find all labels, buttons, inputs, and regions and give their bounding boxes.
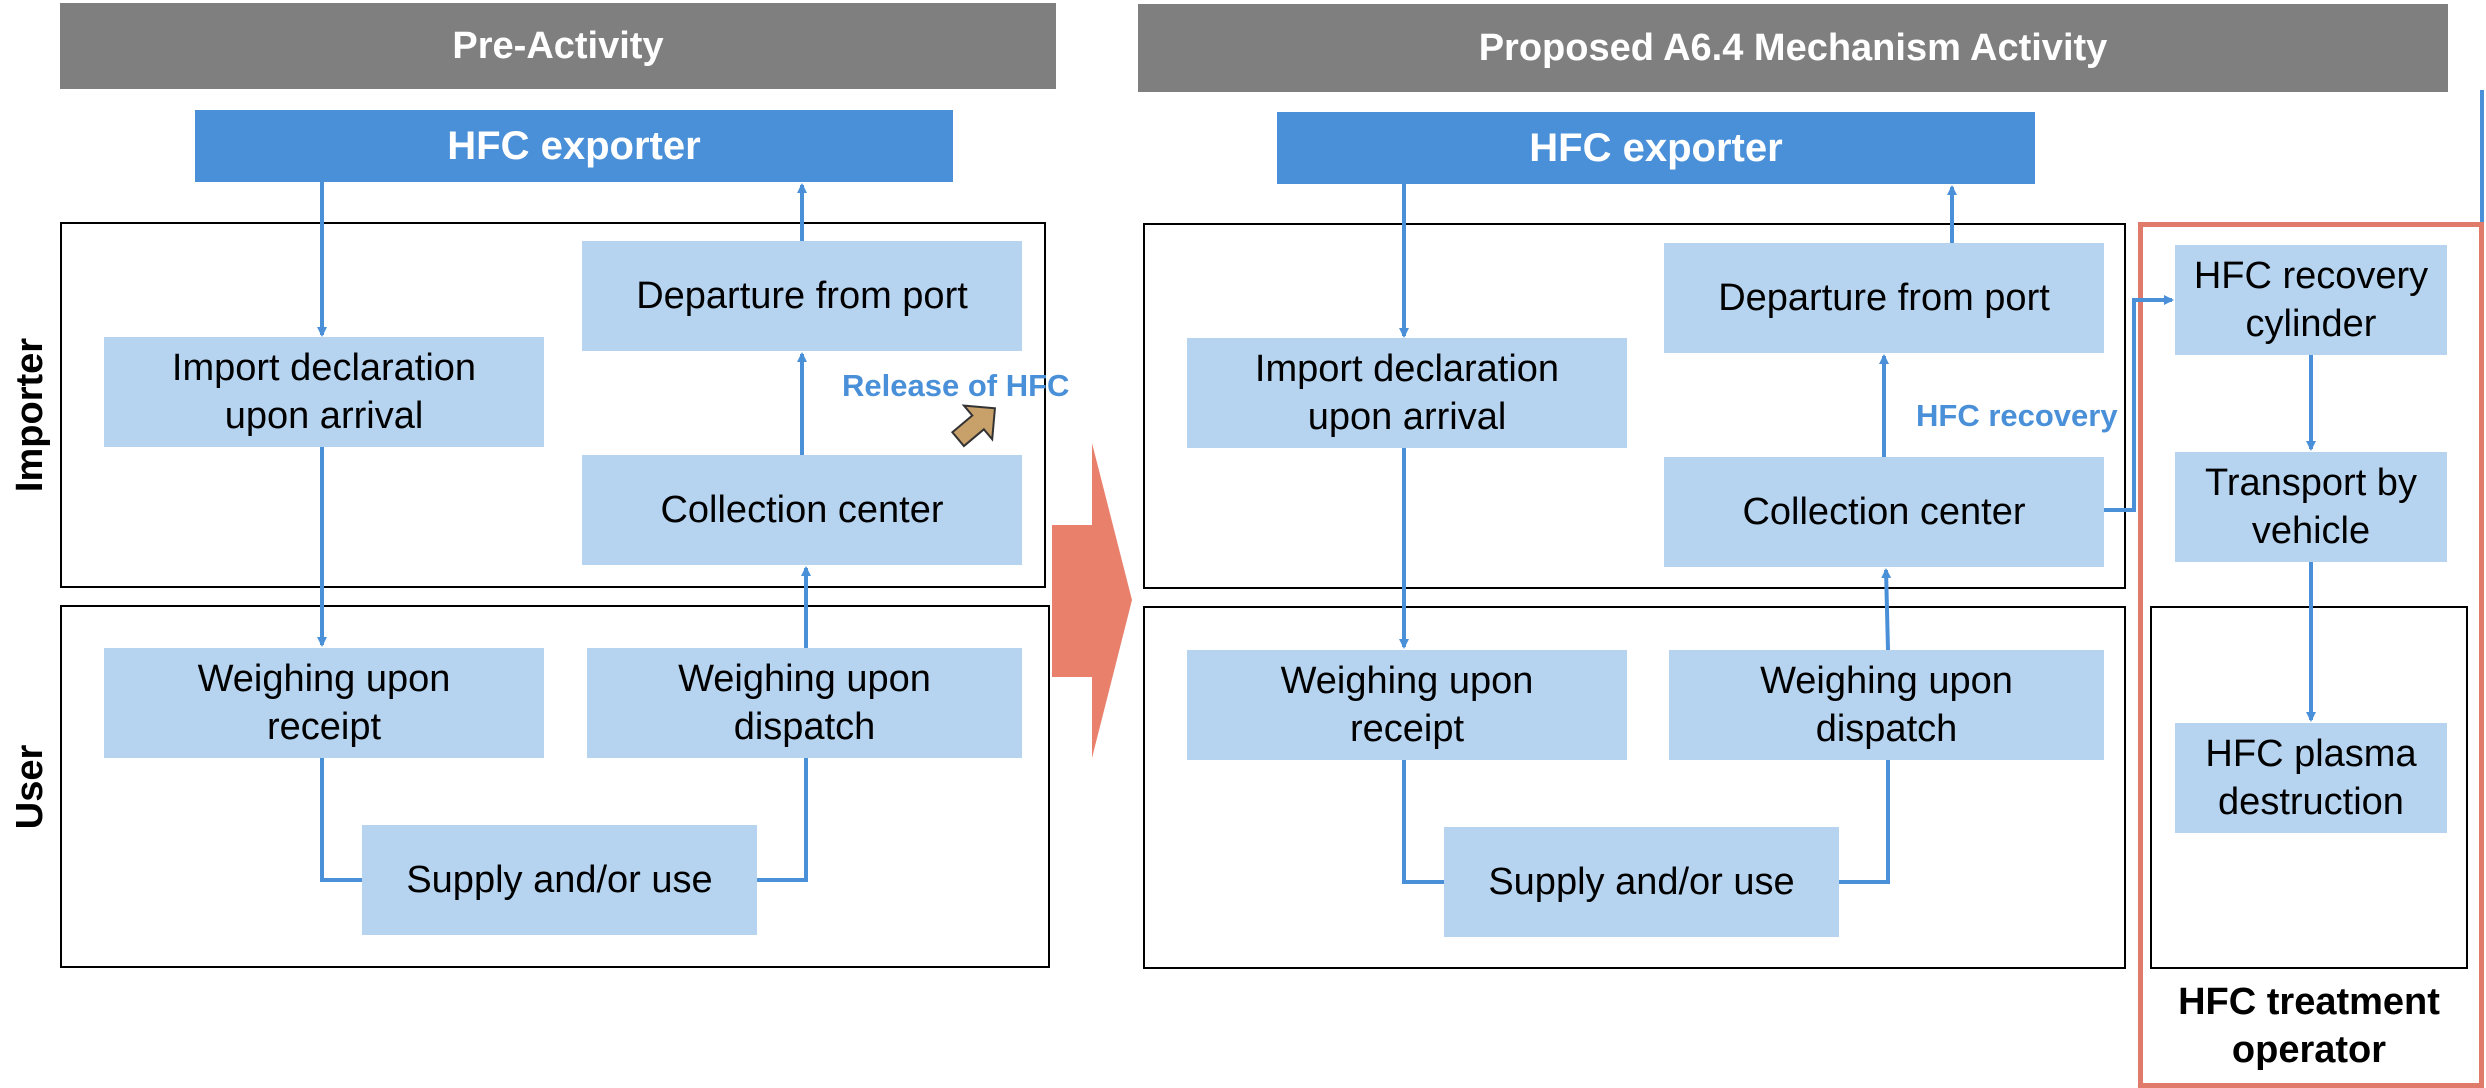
- left-departure-box: Departure from port: [582, 241, 1022, 351]
- right-user-frame: [1143, 606, 2126, 969]
- right-weighing-dispatch-box: Weighing upon dispatch: [1669, 650, 2104, 760]
- left-hfc-exporter: HFC exporter: [195, 110, 953, 182]
- right-importer-frame: [1143, 223, 2126, 589]
- right-departure-box: Departure from port: [1664, 243, 2104, 353]
- hfc-plasma-destruction-box: HFC plasma destruction: [2175, 723, 2447, 833]
- collection-to-recovery-cylinder-arrow: [2104, 295, 2174, 512]
- right-receipt-to-supply-line: [1402, 760, 1444, 884]
- left-receipt-to-supply-line: [320, 758, 362, 882]
- release-icon: [950, 404, 997, 448]
- right-hfc-exporter: HFC exporter: [1277, 112, 2035, 184]
- left-user-frame: [60, 605, 1050, 968]
- right-import-declaration-box: Import declaration upon arrival: [1187, 338, 1627, 448]
- hfc-recovery-label: HFC recovery: [1916, 398, 2118, 433]
- left-supply-to-dispatch-line: [757, 758, 808, 882]
- left-collection-box: Collection center: [582, 455, 1022, 565]
- right-weighing-receipt-box: Weighing upon receipt: [1187, 650, 1627, 760]
- right-supply-box: Supply and/or use: [1444, 827, 1839, 937]
- transition-arrow: [1052, 443, 1132, 758]
- left-weighing-receipt-box: Weighing upon receipt: [104, 648, 544, 758]
- release-of-hfc-label: Release of HFC: [842, 368, 1070, 403]
- right-dispatch-to-collection-arrow: [1881, 568, 1892, 651]
- proposed-activity-header: Proposed A6.4 Mechanism Activity: [1138, 4, 2448, 92]
- left-import-declaration-box: Import declaration upon arrival: [104, 337, 544, 447]
- right-supply-to-dispatch-line: [1839, 760, 1890, 884]
- hfc-treatment-operator-label: HFC treatment operator: [2178, 981, 2440, 1071]
- left-supply-box: Supply and/or use: [362, 825, 757, 935]
- left-weighing-dispatch-box: Weighing upon dispatch: [587, 648, 1022, 758]
- left-importer-frame: [60, 222, 1046, 588]
- pre-activity-header: Pre-Activity: [60, 3, 1056, 89]
- transport-by-vehicle-box: Transport by vehicle: [2175, 452, 2447, 562]
- treatment-operator-frame: [2138, 222, 2484, 1088]
- hfc-recovery-cylinder-box: HFC recovery cylinder: [2175, 245, 2447, 355]
- right-collection-box: Collection center: [1664, 457, 2104, 567]
